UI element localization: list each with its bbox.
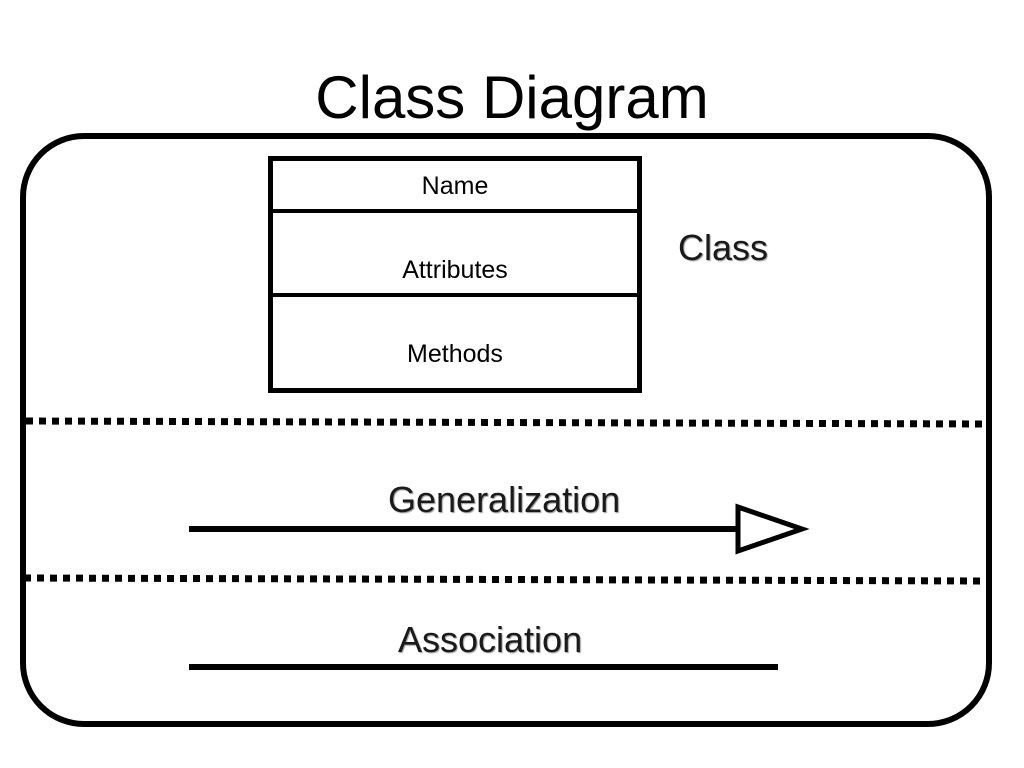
class-label: Class — [678, 227, 769, 268]
class-attributes-compartment: Attributes — [273, 213, 637, 297]
diagram-frame — [20, 133, 992, 727]
association-label: Association — [398, 619, 583, 660]
class-methods-compartment: Methods — [407, 340, 503, 368]
class-name-compartment: Name — [273, 161, 637, 213]
page-title: Class Diagram — [315, 64, 709, 131]
generalization-label: Generalization — [388, 479, 621, 520]
class-box: Name Attributes Methods — [268, 156, 642, 393]
